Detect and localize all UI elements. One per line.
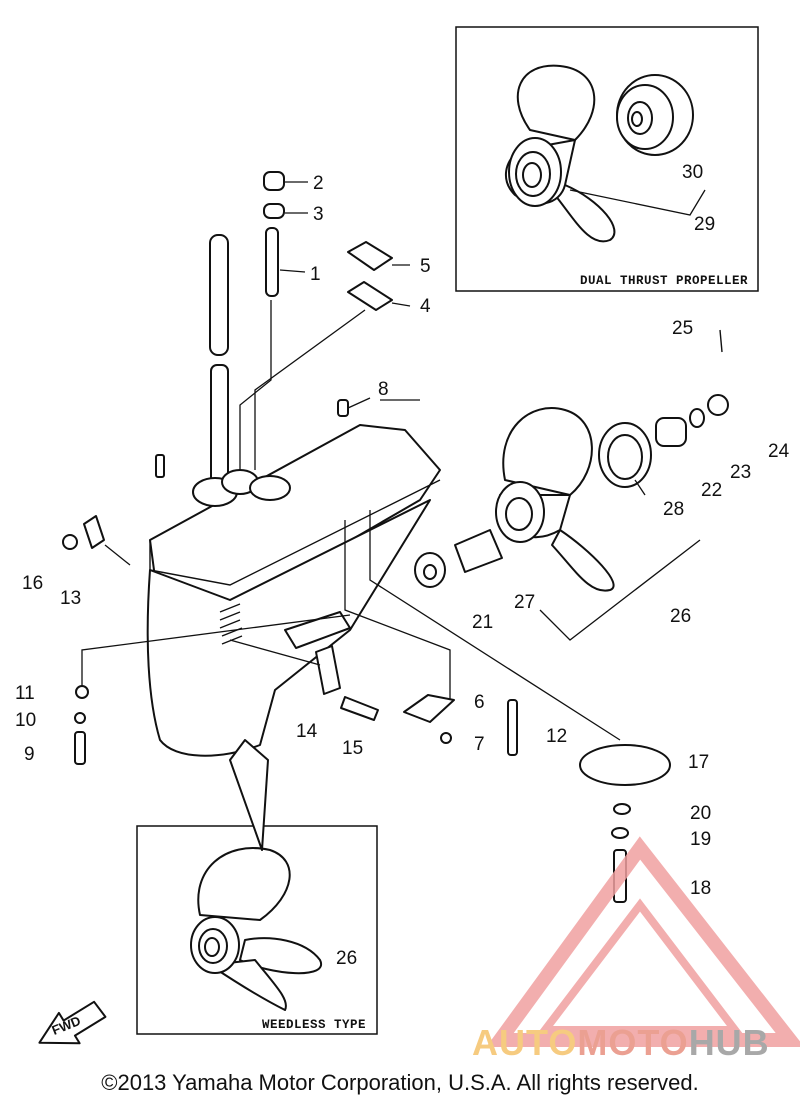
callout-4: 4 — [420, 296, 431, 317]
callout-5: 5 — [420, 256, 431, 277]
callout-6: 6 — [474, 692, 485, 713]
callout-20: 20 — [690, 803, 711, 824]
callout-26-weedless: 26 — [336, 948, 357, 969]
callout-2: 2 — [313, 173, 324, 194]
callout-16: 16 — [22, 573, 43, 594]
inset-title-weedless: WEEDLESS TYPE — [262, 1018, 366, 1032]
copyright-notice: ©2013 Yamaha Motor Corporation, U.S.A. A… — [101, 1070, 699, 1095]
callout-19: 19 — [690, 829, 711, 850]
watermark-logo: AUTOMOTOHUB — [472, 836, 800, 1063]
callout-10: 10 — [15, 710, 36, 731]
callout-22: 22 — [701, 480, 722, 501]
callout-28: 28 — [663, 499, 684, 520]
callout-17: 17 — [688, 752, 709, 773]
callout-23: 23 — [730, 462, 751, 483]
callout-13: 13 — [60, 588, 81, 609]
callout-25: 25 — [672, 318, 693, 339]
callout-29: 29 — [694, 214, 715, 235]
callout-11: 11 — [15, 683, 35, 704]
callout-9: 9 — [24, 744, 35, 765]
callout-24: 24 — [768, 441, 790, 462]
callout-1: 1 — [310, 264, 321, 285]
inset-dual-thrust-propeller: DUAL THRUST PROPELLER — [455, 26, 759, 292]
inset-title-dual-thrust: DUAL THRUST PROPELLER — [580, 274, 748, 288]
fwd-arrow-icon: FWD — [38, 1000, 107, 1045]
callout-21: 21 — [472, 612, 493, 633]
inset-weedless-type: WEEDLESS TYPE — [136, 825, 378, 1035]
callout-8: 8 — [378, 379, 389, 400]
watermark-text-a: AUTO — [472, 1022, 577, 1063]
watermark-text-c: HUB — [689, 1022, 770, 1063]
callout-12: 12 — [546, 726, 567, 747]
leader-lines — [81, 181, 706, 741]
callout-30: 30 — [682, 162, 703, 183]
svg-text:AUTOMOTOHUB: AUTOMOTOHUB — [472, 1022, 770, 1063]
callout-27: 27 — [514, 592, 535, 613]
watermark-text-b: MOTO — [577, 1022, 688, 1063]
callout-15: 15 — [342, 738, 363, 759]
callout-18: 18 — [690, 878, 711, 899]
lower-unit-assembly — [62, 171, 729, 903]
callout-3: 3 — [313, 204, 324, 225]
watermark-triangle-icon — [486, 836, 800, 1047]
callout-26: 26 — [670, 606, 691, 627]
callout-7: 7 — [474, 734, 485, 755]
callouts: 2 3 1 5 4 8 16 13 11 10 9 14 15 6 7 12 1… — [15, 162, 790, 969]
callout-14: 14 — [296, 721, 318, 742]
